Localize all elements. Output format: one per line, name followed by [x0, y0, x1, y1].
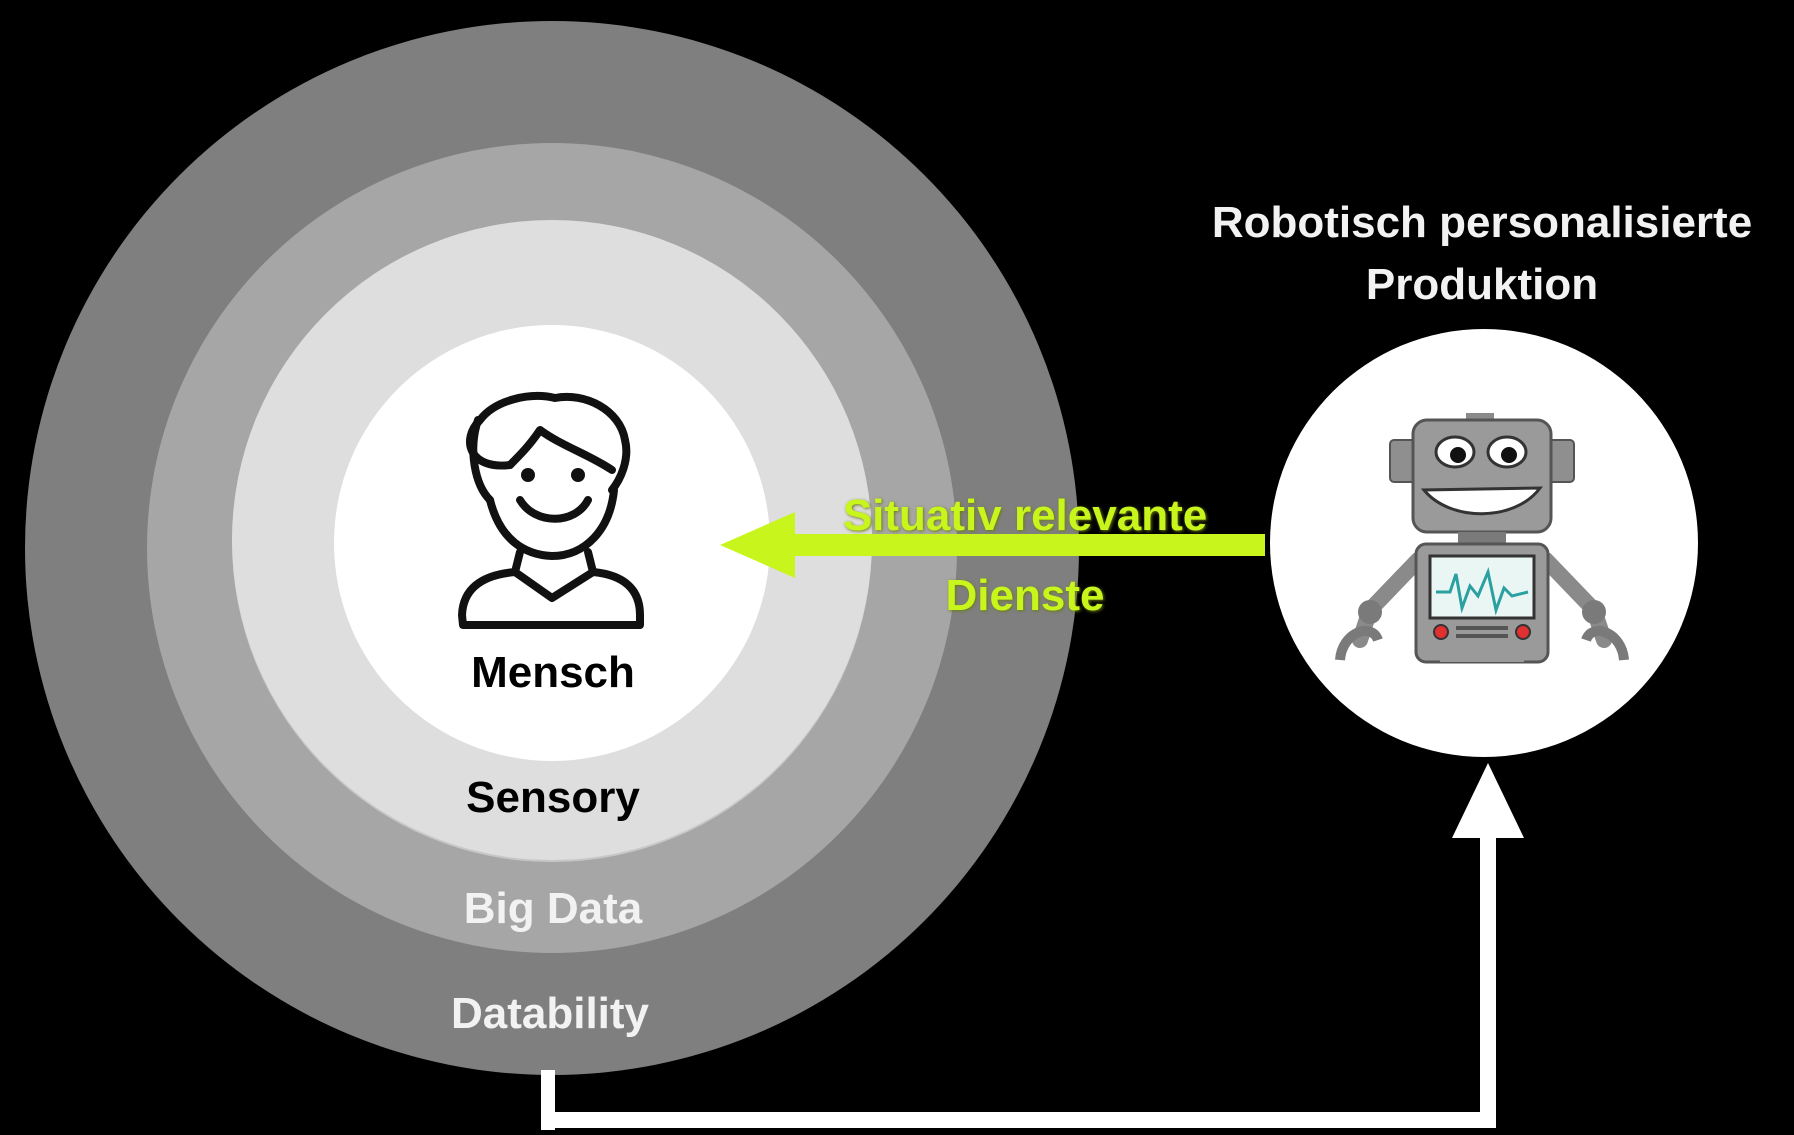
services-label: Situativ relevante Dienste — [843, 476, 1207, 636]
datability-label: Datability — [450, 989, 650, 1038]
robot-title-line-1: Robotisch personalisierte — [1211, 198, 1753, 247]
robot-icon — [1335, 413, 1629, 664]
sensory-label: Sensory — [466, 773, 640, 822]
services-line-2: Dienste — [945, 571, 1105, 620]
services-arrow — [720, 512, 1265, 578]
robot-title: Robotisch personalisierte Produktion — [1212, 192, 1752, 316]
feedback-arrow — [541, 763, 1524, 1130]
services-line-1: Situativ relevante — [842, 491, 1208, 540]
mensch-label: Mensch — [471, 648, 635, 697]
robot-title-line-2: Produktion — [1365, 260, 1599, 309]
big-data-label: Big Data — [463, 884, 643, 933]
person-icon — [458, 392, 644, 629]
ring-mensch — [334, 325, 770, 761]
